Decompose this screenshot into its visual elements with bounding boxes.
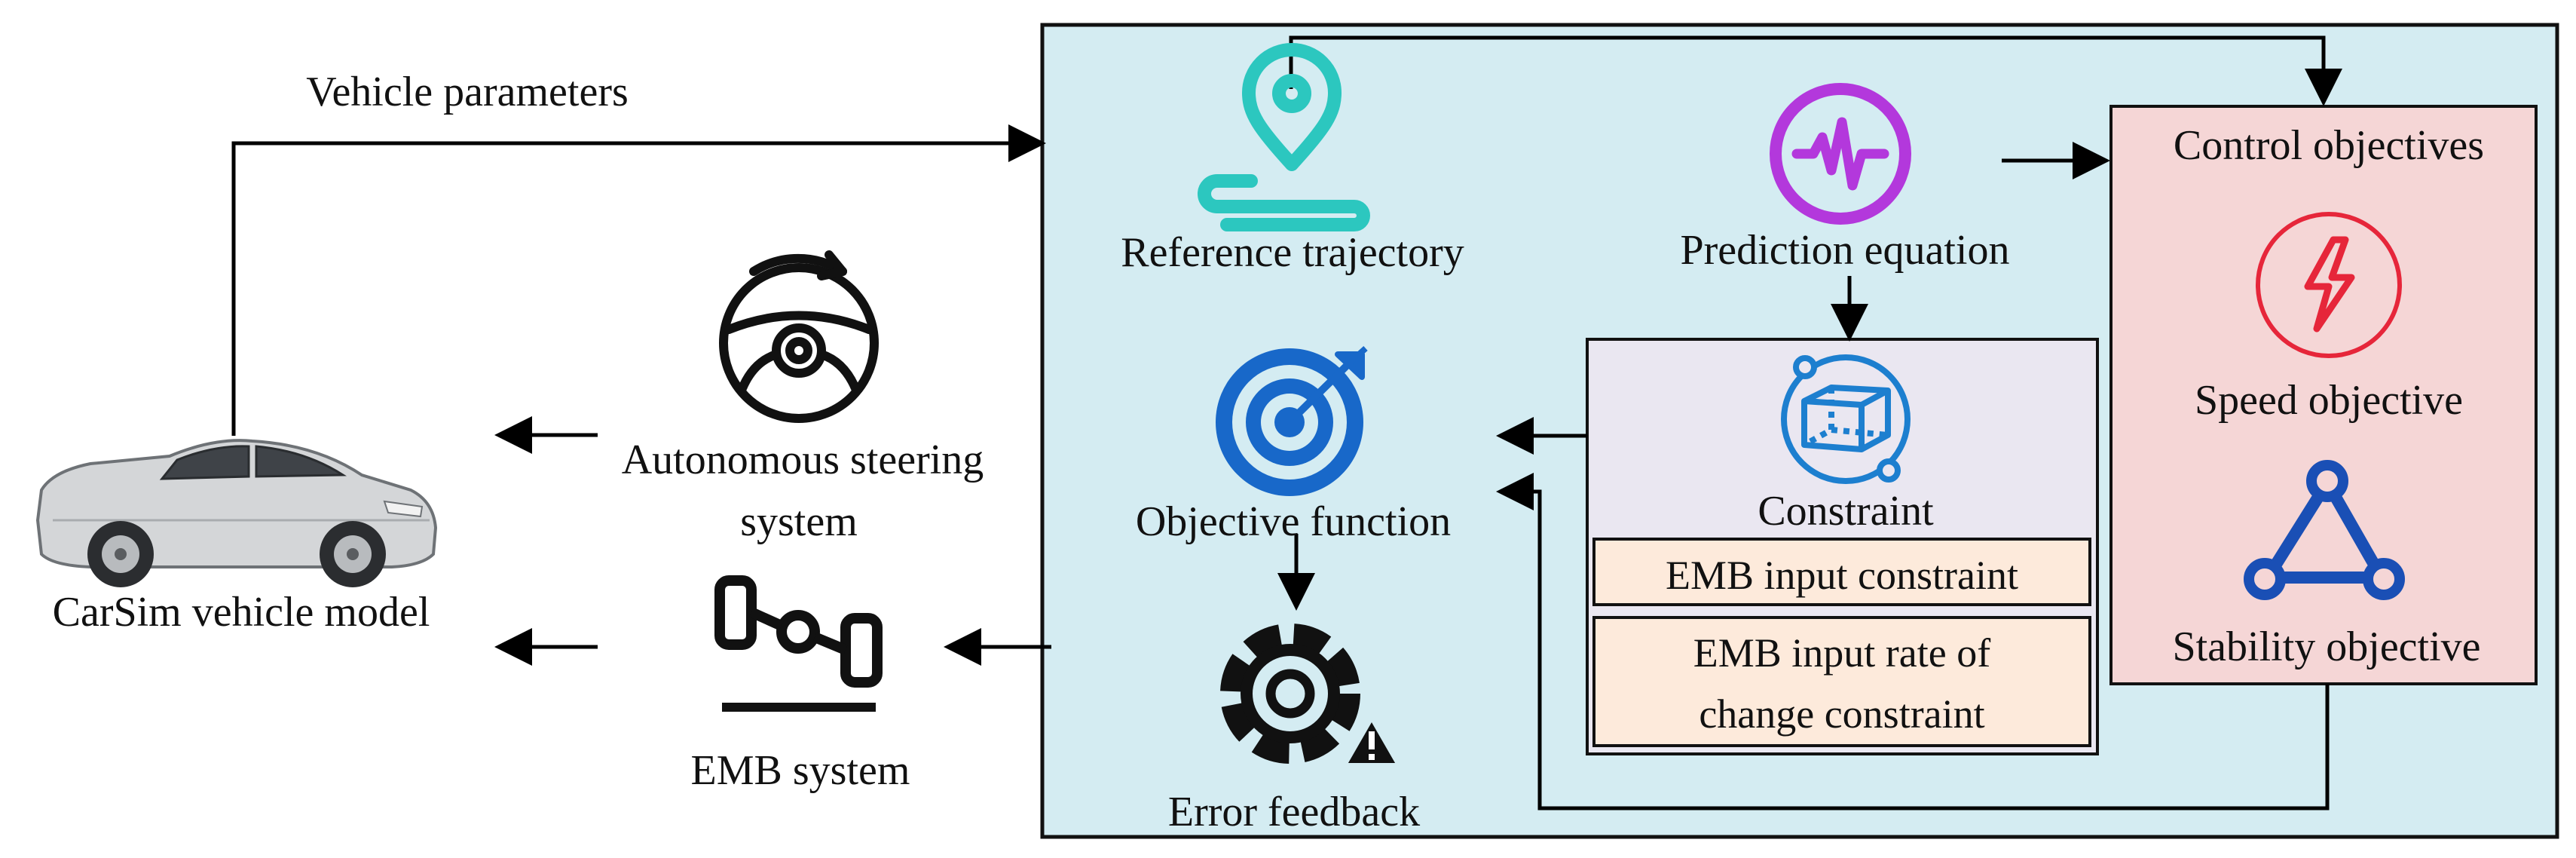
steering-system-label-line1: Autonomous steering — [622, 437, 984, 483]
vehicle-parameters-label: Vehicle parameters — [306, 69, 629, 115]
gear-warning-icon — [1220, 624, 1403, 769]
objective-function-label: Objective function — [1136, 498, 1451, 545]
target-icon — [1216, 346, 1368, 496]
lightning-icon — [2256, 212, 2402, 358]
carsim-vehicle-model-label: CarSim vehicle model — [53, 589, 430, 636]
brake-axle-icon — [714, 575, 883, 712]
speed-objective-label: Speed objective — [2195, 377, 2463, 424]
reference-trajectory-label: Reference trajectory — [1121, 229, 1464, 276]
steering-wheel-icon — [719, 250, 879, 423]
control-objectives-panel — [2109, 105, 2538, 685]
control-objectives-label: Control objectives — [2174, 122, 2484, 169]
stability-objective-label: Stability objective — [2172, 624, 2480, 670]
location-pin-icon — [1198, 43, 1370, 231]
error-feedback-label: Error feedback — [1168, 789, 1420, 835]
emb-rate-constraint-box — [1592, 616, 2091, 747]
emb-rate-constraint-line2: change constraint — [1699, 691, 1984, 737]
constraint-label: Constraint — [1758, 488, 1934, 535]
cube-icon — [1781, 354, 1911, 484]
vehicle-parameters-arrow — [231, 124, 1046, 436]
waveform-icon — [1770, 83, 1911, 225]
steering-system-label-line2: system — [740, 498, 858, 545]
emb-input-constraint-box — [1592, 538, 2091, 606]
stability-feedback-arrow — [1496, 473, 2330, 811]
prediction-equation-label: Prediction equation — [1680, 227, 2009, 274]
emb-system-label: EMB system — [691, 747, 910, 794]
car-icon — [35, 439, 438, 587]
emb-rate-constraint-line1: EMB input rate of — [1693, 630, 1990, 676]
reference-to-objectives-arrow — [1289, 35, 2342, 106]
emb-input-constraint-label: EMB input constraint — [1666, 553, 2018, 598]
triangle-network-icon — [2244, 460, 2405, 600]
